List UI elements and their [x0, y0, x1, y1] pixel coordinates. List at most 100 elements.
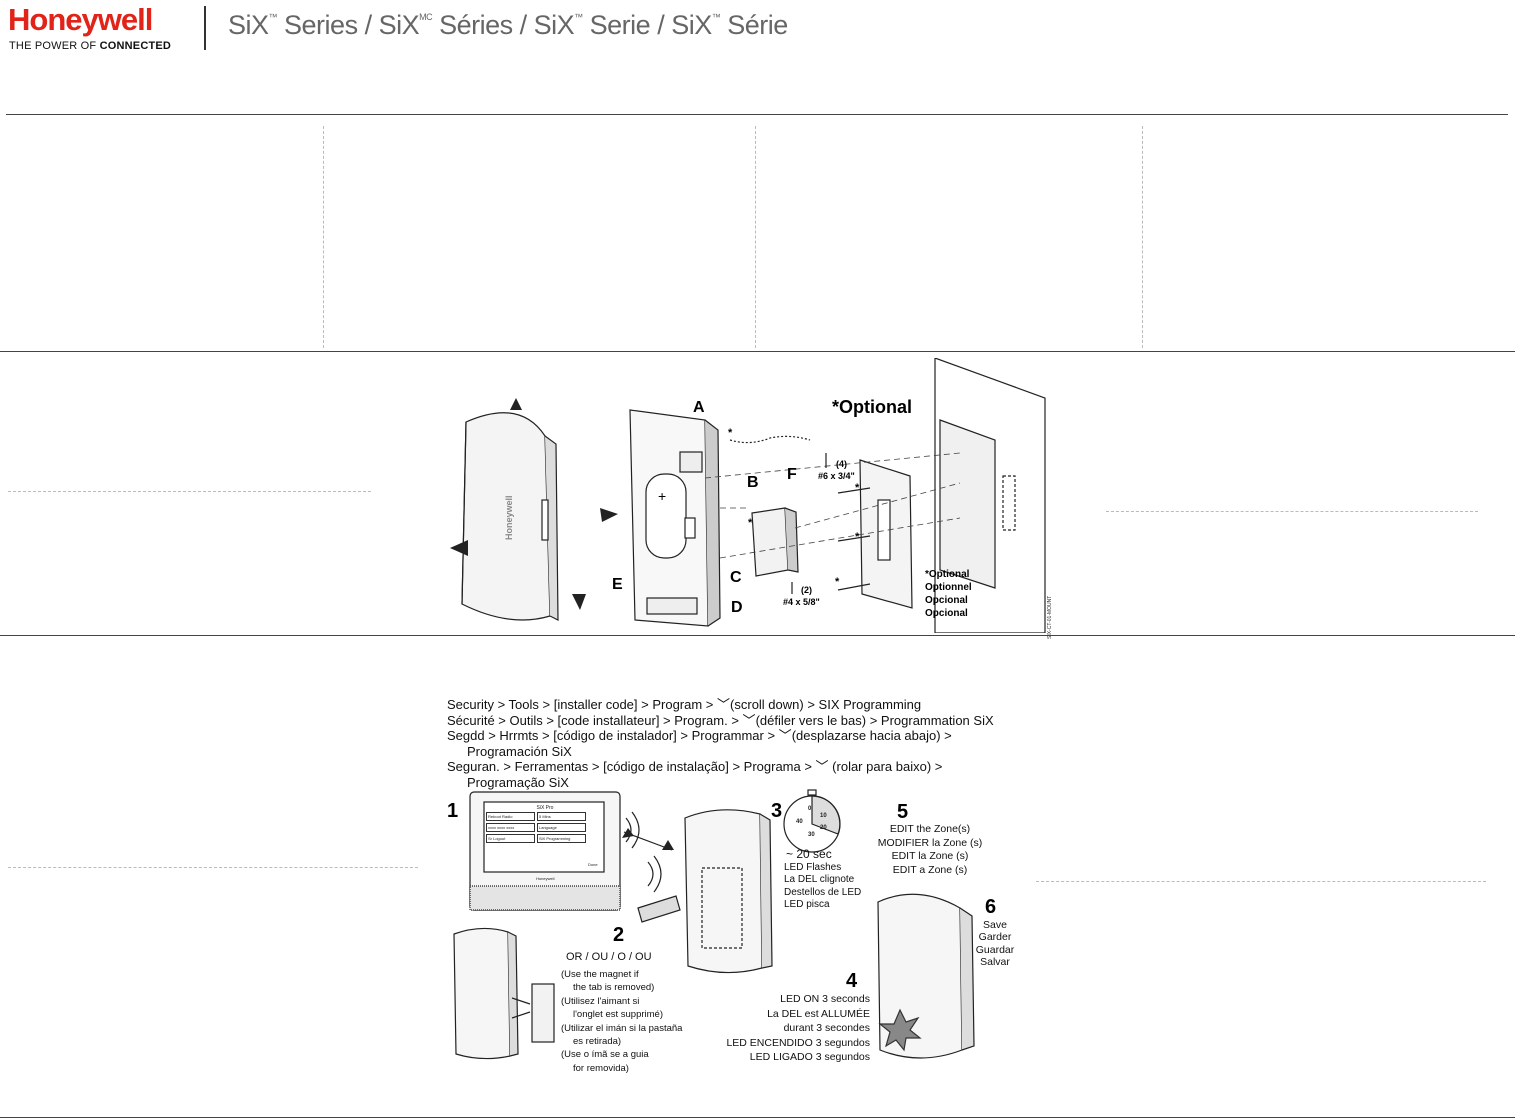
cover-logo: Honeywell — [504, 495, 514, 540]
series-part: Série — [720, 10, 788, 40]
asterisk-4: * — [748, 517, 753, 529]
panel-button[interactable]: Sr Logout — [486, 834, 535, 843]
asterisk-2: * — [855, 531, 860, 543]
nav-line-pt: Seguran. > Ferramentas > [código de inst… — [447, 759, 994, 775]
note-line: (Utilizar el imán si la pastaña — [561, 1022, 683, 1034]
rule-mid2 — [0, 635, 1515, 636]
dial-label: 0 — [808, 806, 812, 812]
step-line: Save — [983, 919, 1007, 931]
column-divider — [323, 126, 324, 348]
rule-bottom — [0, 1117, 1515, 1118]
step-4-number: 4 — [846, 970, 858, 992]
step-6-lines: Save Garder Guardar Salvar — [965, 919, 1025, 969]
step-line: LED pisca — [784, 899, 830, 911]
text-separator — [8, 491, 371, 492]
step-line: Garder — [978, 931, 1012, 944]
step-line: EDIT the Zone(s) — [889, 823, 971, 835]
panel-button-grid: Reboot Radio 5 Mins xxxx xxxx xxxx Langu… — [486, 812, 586, 843]
step-2-notes: (Use the magnet if the tab is removed) (… — [561, 968, 682, 1075]
chevron-down-icon: ﹀ — [815, 759, 829, 774]
panel-button[interactable]: SiX Programming — [537, 834, 586, 843]
step-line: LED Flashes — [784, 862, 842, 873]
optional-title: *Optional — [832, 397, 912, 417]
column-divider — [1142, 126, 1143, 348]
label-a: A — [693, 399, 705, 416]
nav-text: (desplazarse hacia abajo) > — [791, 728, 952, 743]
asterisk-3: * — [835, 576, 840, 588]
step-3-time: ~ 20 sec — [786, 847, 832, 861]
tagline-bold: CONNECTED — [99, 40, 172, 52]
header-divider — [204, 6, 206, 50]
trademark: ™ — [574, 12, 583, 22]
nav-text: Security > Tools > [installer code] > Pr… — [447, 697, 718, 712]
step-line: LED ENCENDIDO 3 segundos — [726, 1036, 870, 1049]
label-e: E — [612, 576, 623, 593]
note-line: the tab is removed) — [573, 982, 655, 994]
step-3-lines: LED Flashes La DEL clignote Destellos de… — [784, 862, 861, 912]
nav-text: Seguran. > Ferramentas > [código de inst… — [447, 759, 816, 774]
panel-button[interactable]: Language — [537, 823, 586, 832]
rule-mid1 — [0, 351, 1515, 352]
note-line: for removida) — [573, 1062, 629, 1074]
exploded-view-diagram — [450, 358, 1046, 633]
screw-bottom-count: (2) — [801, 585, 812, 595]
step-3-number: 3 — [771, 800, 783, 822]
panel-button[interactable]: xxxx xxxx xxxx — [486, 823, 535, 832]
optional-es: Opcional — [925, 595, 968, 606]
rule-top — [6, 114, 1508, 115]
nav-text: (scroll down) > SIX Programming — [730, 697, 922, 712]
series-part: Series / SiX — [277, 10, 420, 40]
step-line: EDIT a Zone (s) — [892, 863, 968, 876]
label-c: C — [730, 569, 742, 586]
step-line: Destellos de LED — [784, 886, 862, 898]
nav-line-es: Segdd > Hrrmts > [código de instalador] … — [447, 728, 994, 744]
step-line: La DEL est ALLUMÉE — [767, 1007, 870, 1020]
panel-button[interactable]: 5 Mins — [537, 812, 586, 821]
step-line: Guardar — [975, 943, 1015, 956]
step-5-lines: EDIT the Zone(s) MODIFIER la Zone (s) ED… — [860, 823, 1000, 877]
asterisk-1: * — [855, 482, 860, 494]
navigation-path: Security > Tools > [installer code] > Pr… — [447, 697, 994, 790]
step-line: EDIT la Zone (s) — [891, 850, 969, 863]
note-line: (Use the magnet if — [561, 969, 639, 980]
panel-done[interactable]: Done — [588, 862, 598, 867]
screw-top-count: (4) — [836, 459, 847, 469]
chevron-down-icon: ﹀ — [742, 712, 756, 728]
nav-line-es-cont: Programación SiX — [467, 743, 572, 759]
step-1-number: 1 — [447, 800, 459, 822]
nav-line-pt-cont: Programação SiX — [467, 774, 569, 790]
chevron-down-icon: ﹀ — [778, 728, 792, 743]
step-line: LED LIGADO 3 segundos — [749, 1051, 870, 1064]
step-line: durant 3 secondes — [783, 1022, 870, 1035]
nav-text: (rolar para baixo) > — [828, 759, 943, 774]
trademark: MC — [419, 12, 433, 22]
optional-pt: Opcional — [925, 608, 968, 619]
series-part: Séries / SiX — [432, 10, 575, 40]
nav-line-fr: Sécurité > Outils > [code installateur] … — [447, 713, 994, 729]
dial-label: 20 — [820, 825, 827, 831]
step-5-number: 5 — [897, 801, 909, 823]
step-line: Salvar — [980, 956, 1010, 969]
step-line: MODIFIER la Zone (s) — [877, 836, 983, 849]
step-6-number: 6 — [985, 896, 997, 918]
series-part: Serie / SiX — [582, 10, 713, 40]
label-d: D — [731, 599, 743, 616]
text-separator — [8, 867, 418, 868]
panel-button[interactable]: Reboot Radio — [486, 812, 535, 821]
text-separator — [1036, 881, 1486, 882]
screw-bottom-size: #4 x 5/8" — [783, 597, 820, 607]
panel-title: SiX Pro — [536, 805, 554, 811]
optional-list: *Optional Optionnel Opcional Opcional — [925, 568, 972, 620]
series-title: SiX™ Series / SiXMC Séries / SiX™ Serie … — [228, 10, 788, 41]
nav-text: Segdd > Hrrmts > [código de instalador] … — [447, 728, 779, 743]
label-b: B — [747, 474, 759, 491]
honeywell-logo: Honeywell — [8, 2, 153, 37]
dial-label: 30 — [808, 832, 815, 838]
tagline-prefix: THE POWER OF — [9, 40, 100, 52]
note-line: l'onglet est supprimé) — [573, 1009, 663, 1021]
dial-label: 10 — [820, 813, 827, 819]
trademark: ™ — [711, 12, 721, 22]
asterisk-5: * — [728, 427, 733, 439]
step-line: La DEL clignote — [784, 874, 855, 886]
panel-brand: Honeywell — [536, 876, 555, 881]
